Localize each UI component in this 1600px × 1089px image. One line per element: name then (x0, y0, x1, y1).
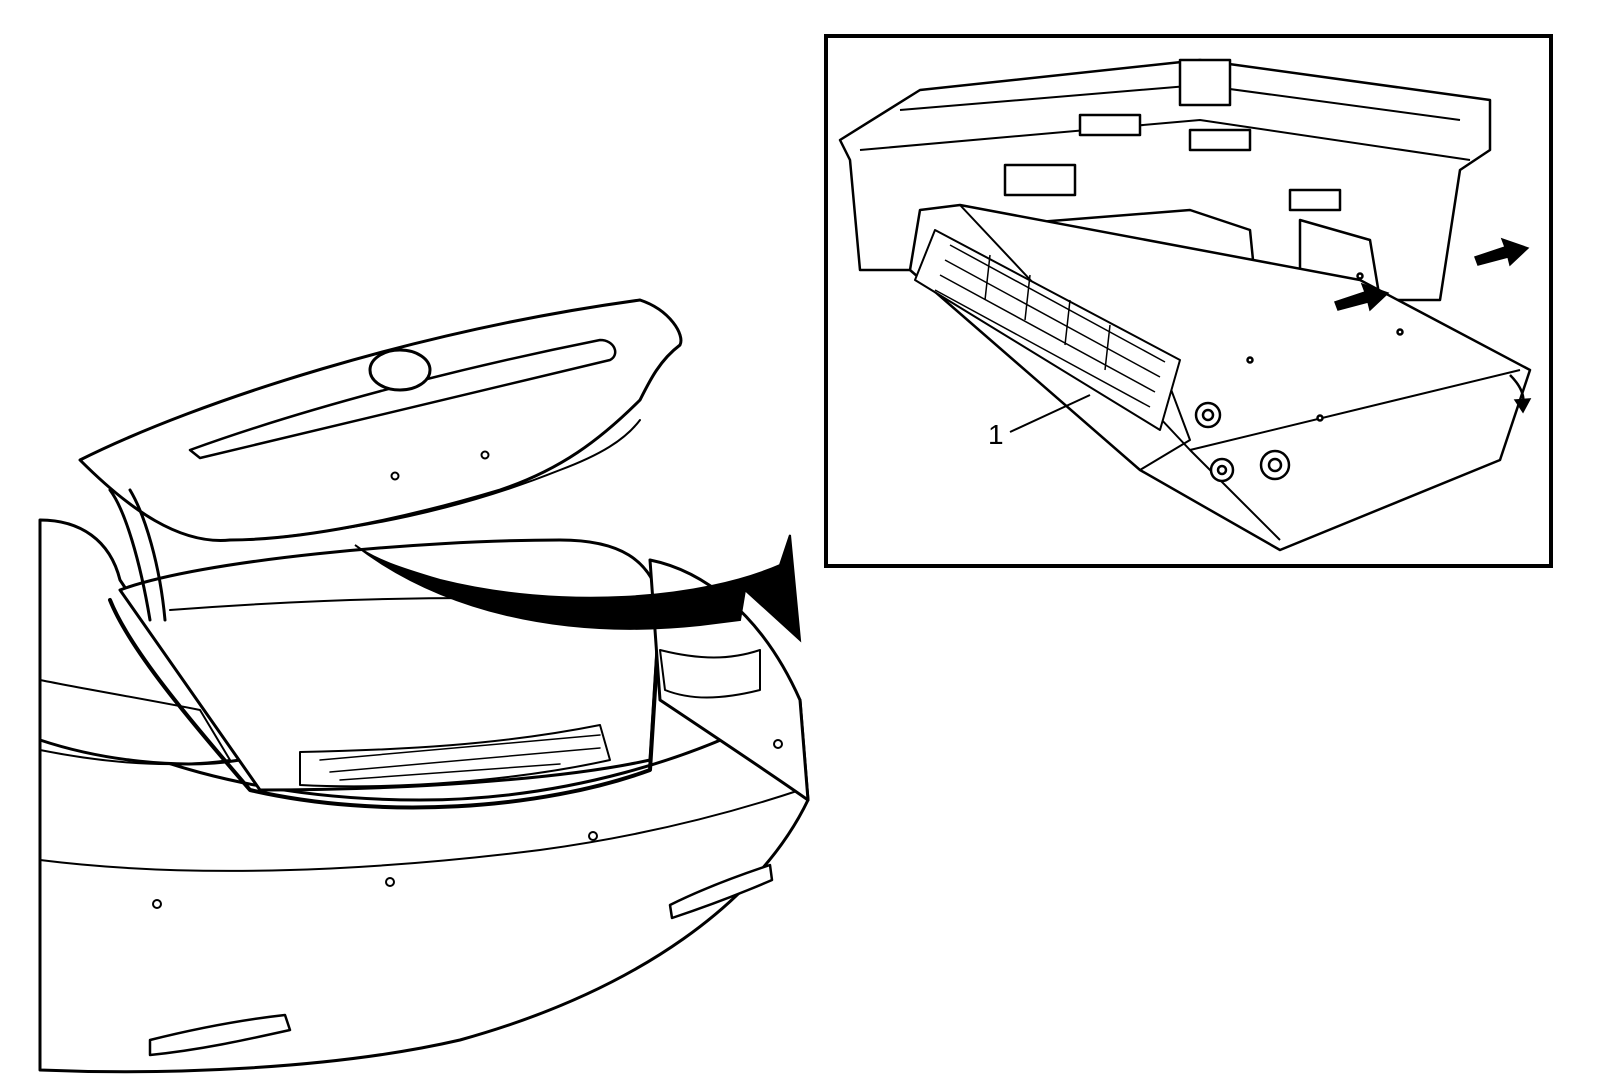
bracket-slot (1188, 128, 1252, 152)
module-fastener (1316, 414, 1324, 422)
bracket-slot (1078, 113, 1142, 137)
release-arrow-left (1334, 282, 1390, 312)
release-arrows (1334, 237, 1532, 414)
bumper-lower-line (39, 789, 801, 872)
connector-pins (934, 244, 1166, 408)
antenna-jack-inner (1201, 408, 1215, 422)
sill-plate-hatch (319, 734, 601, 781)
trunk-seal (108, 598, 662, 810)
lift-strut (108, 488, 167, 622)
detail-pointer-arrow (354, 534, 802, 643)
bracket-tab (1178, 58, 1232, 107)
vehicle-rear-illustration (38, 298, 810, 1074)
park-sensor (152, 899, 162, 909)
right-taillamp (659, 649, 761, 699)
bracket-tab (1003, 163, 1077, 197)
module-fastener (1356, 272, 1364, 280)
lid-fastener (480, 450, 490, 460)
left-taillamp (39, 679, 231, 766)
lid-fastener (390, 471, 400, 481)
trunk-lid-brake-light (188, 338, 617, 460)
exhaust-outlet-right (668, 863, 774, 920)
callout-leader-line (1009, 394, 1091, 433)
park-sensor (588, 831, 598, 841)
callout-label-1: 1 (988, 419, 1004, 450)
release-arrow-right (1474, 237, 1530, 267)
module-fastener (1396, 328, 1404, 336)
park-sensor (773, 739, 783, 749)
antenna-jack-inner (1267, 457, 1283, 473)
park-sensor (385, 877, 395, 887)
module-fastener (1246, 356, 1254, 364)
rotate-arrow-head (1513, 398, 1532, 414)
emblem-badge (368, 348, 432, 392)
bracket-slot (1288, 188, 1342, 212)
exhaust-outlet-left (148, 1013, 292, 1057)
trunk-lid (78, 298, 683, 542)
rear-sill-plate (299, 724, 611, 788)
trunk-lid-inner-edge (249, 419, 641, 541)
antenna-jack-inner (1216, 464, 1228, 476)
